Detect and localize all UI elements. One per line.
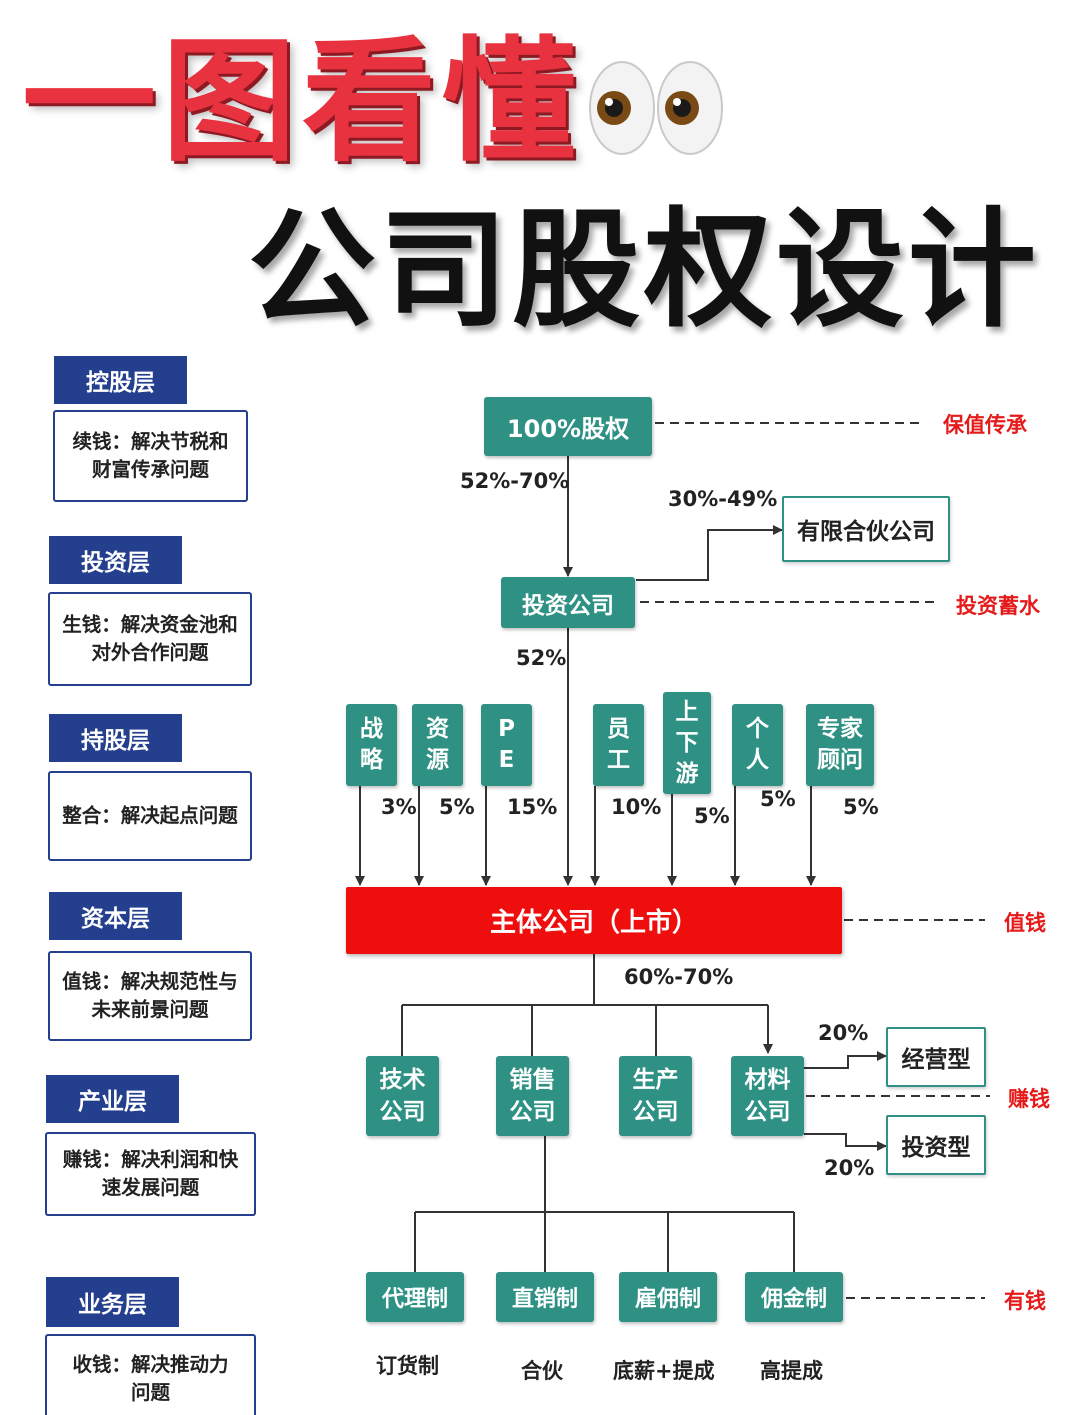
pct-material-operating: 20% <box>818 1021 869 1045</box>
layer-desc-capital: 值钱：解决规范性与 未来前景问题 <box>48 951 252 1041</box>
partner-company-node: 有限合伙公司 <box>782 496 950 562</box>
subsidiary-material: 材料 公司 <box>731 1056 804 1136</box>
sales-model-commission: 佣金制 <box>745 1272 843 1322</box>
main-company-node: 主体公司（上市） <box>346 887 842 954</box>
layer-tag-shareholding: 持股层 <box>49 714 182 762</box>
holder-expert-advisor: 专家 顾问 <box>806 704 874 786</box>
sales-sub-label: 合伙 <box>521 1359 563 1383</box>
subsidiary-production: 生产 公司 <box>619 1056 692 1136</box>
pct-holder: 3% <box>381 795 417 819</box>
holder-employee: 员 工 <box>593 704 644 786</box>
layer-desc-line: 财富传承问题 <box>91 458 209 481</box>
side-label-earn: 赚钱 <box>1008 1087 1050 1111</box>
layer-tag-industry: 产业层 <box>46 1075 179 1123</box>
sales-sub-label: 底薪+提成 <box>613 1359 715 1383</box>
edge-to-investment-type <box>804 1133 887 1151</box>
layer-desc-line: 收钱：解决推动力 <box>72 1353 229 1376</box>
eyes-emoji-icon <box>589 61 723 155</box>
layer-desc-business: 收钱：解决推动力 问题 <box>45 1334 256 1415</box>
sales-model-employment: 雇佣制 <box>619 1272 717 1322</box>
pct-holder: 5% <box>439 795 475 819</box>
holder-strategy: 战 略 <box>346 704 397 786</box>
pct-invest-to-partner: 30%-49% <box>668 487 778 511</box>
investment-type-node: 投资型 <box>886 1115 986 1175</box>
title-line-1: 一图看懂 <box>22 24 583 180</box>
pct-holder: 10% <box>611 795 662 819</box>
layer-tag-investment: 投资层 <box>49 536 182 584</box>
title-line-2: 公司股权设计 <box>248 196 1041 345</box>
side-label-rich: 有钱 <box>1004 1289 1046 1313</box>
operating-type-node: 经营型 <box>886 1027 986 1087</box>
layer-desc-line: 对外合作问题 <box>91 641 209 664</box>
layer-desc-line: 续钱：解决节税和 <box>72 430 229 453</box>
layer-tag-business: 业务层 <box>46 1277 179 1327</box>
layer-desc-line: 生钱：解决资金池和 <box>62 613 238 636</box>
pct-holder: 15% <box>507 795 558 819</box>
edge-to-operating <box>804 1051 887 1069</box>
pct-material-investment: 20% <box>824 1156 875 1180</box>
layer-desc-line: 整合：解决起点问题 <box>62 804 238 827</box>
layer-tag-holding: 控股层 <box>54 356 187 404</box>
pct-holder: 5% <box>694 804 730 828</box>
pct-holder: 5% <box>843 795 879 819</box>
sales-model-direct: 直销制 <box>496 1272 594 1322</box>
sales-sub-label: 高提成 <box>760 1359 823 1383</box>
layer-desc-investment: 生钱：解决资金池和 对外合作问题 <box>48 592 252 686</box>
subsidiary-sales: 销售 公司 <box>496 1056 569 1136</box>
side-label-value: 值钱 <box>1004 911 1046 935</box>
layer-desc-holding: 续钱：解决节税和 财富传承问题 <box>53 410 248 502</box>
layer-desc-line: 问题 <box>130 1381 170 1404</box>
layer-tag-capital: 资本层 <box>49 892 182 940</box>
pct-main-to-sub: 60%-70% <box>624 965 734 989</box>
pct-invest-to-main: 52% <box>516 646 567 670</box>
sales-model-agency: 代理制 <box>366 1272 464 1322</box>
holder-pe: P E <box>481 704 532 786</box>
top-equity-node: 100%股权 <box>484 397 652 456</box>
holder-resource: 资 源 <box>412 704 463 786</box>
edge-invest-to-partner <box>636 525 783 581</box>
layer-desc-line: 速发展问题 <box>101 1176 200 1199</box>
side-label-preserve: 保值传承 <box>943 413 1027 437</box>
layer-desc-shareholding: 整合：解决起点问题 <box>48 771 252 861</box>
layer-desc-industry: 赚钱：解决利润和快 速发展问题 <box>45 1132 256 1216</box>
holder-individual: 个 人 <box>732 704 783 786</box>
layer-desc-line: 值钱：解决规范性与 <box>62 970 238 993</box>
invest-company-node: 投资公司 <box>501 577 635 628</box>
layer-desc-line: 未来前景问题 <box>91 998 209 1021</box>
pct-holder: 5% <box>760 787 796 811</box>
sales-sub-label: 订货制 <box>376 1354 439 1378</box>
side-label-invest: 投资蓄水 <box>956 594 1040 618</box>
holder-supply-chain: 上 下 游 <box>663 692 711 794</box>
subsidiary-tech: 技术 公司 <box>366 1056 439 1136</box>
pct-top-to-invest: 52%-70% <box>460 469 570 493</box>
layer-desc-line: 赚钱：解决利润和快 <box>62 1148 239 1171</box>
